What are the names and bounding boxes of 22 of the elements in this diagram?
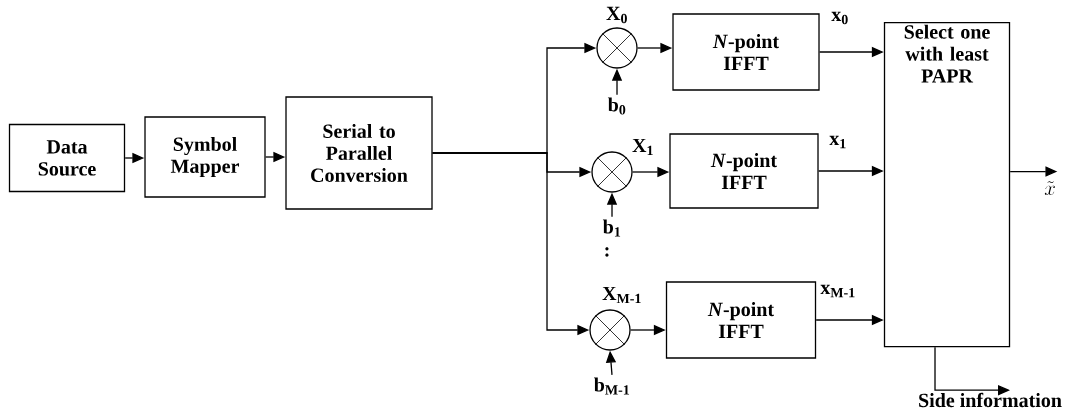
ellipsis-label: :: [605, 247, 609, 257]
multiplier-symbol: [589, 309, 631, 351]
process-box: Data Source: [8, 123, 126, 193]
process-box: N-point IFFT: [665, 281, 817, 359]
process-box: N-point IFFT: [672, 13, 820, 91]
signal-label: X$_{0}$: [606, 6, 627, 24]
multiplier-symbol: [596, 27, 638, 69]
process-box: Symbol Mapper: [144, 116, 266, 198]
process-box: N-point IFFT: [669, 133, 819, 209]
signal-label: b$_{1}$: [602, 219, 621, 237]
signal-label: b$_{M-1}$: [594, 377, 630, 395]
edge-label: x$_{M-1}$: [820, 284, 855, 298]
output-signal-label: $\tilde{x}$: [1044, 181, 1055, 195]
edge-label: x$_{0}$: [831, 11, 848, 25]
selector-box: Select one with least PAPR: [883, 22, 1011, 348]
signal-label: Side information: [919, 392, 1062, 408]
signal-label: X$_{M-1}$: [602, 286, 641, 304]
process-box: Serial to Parallel Conversion: [285, 96, 433, 210]
signal-label: X$_{1}$: [632, 138, 653, 156]
edge-label: x$_{1}$: [829, 135, 846, 149]
signal-label: b$_{0}$: [607, 97, 626, 115]
multiplier-symbol: [591, 151, 633, 193]
